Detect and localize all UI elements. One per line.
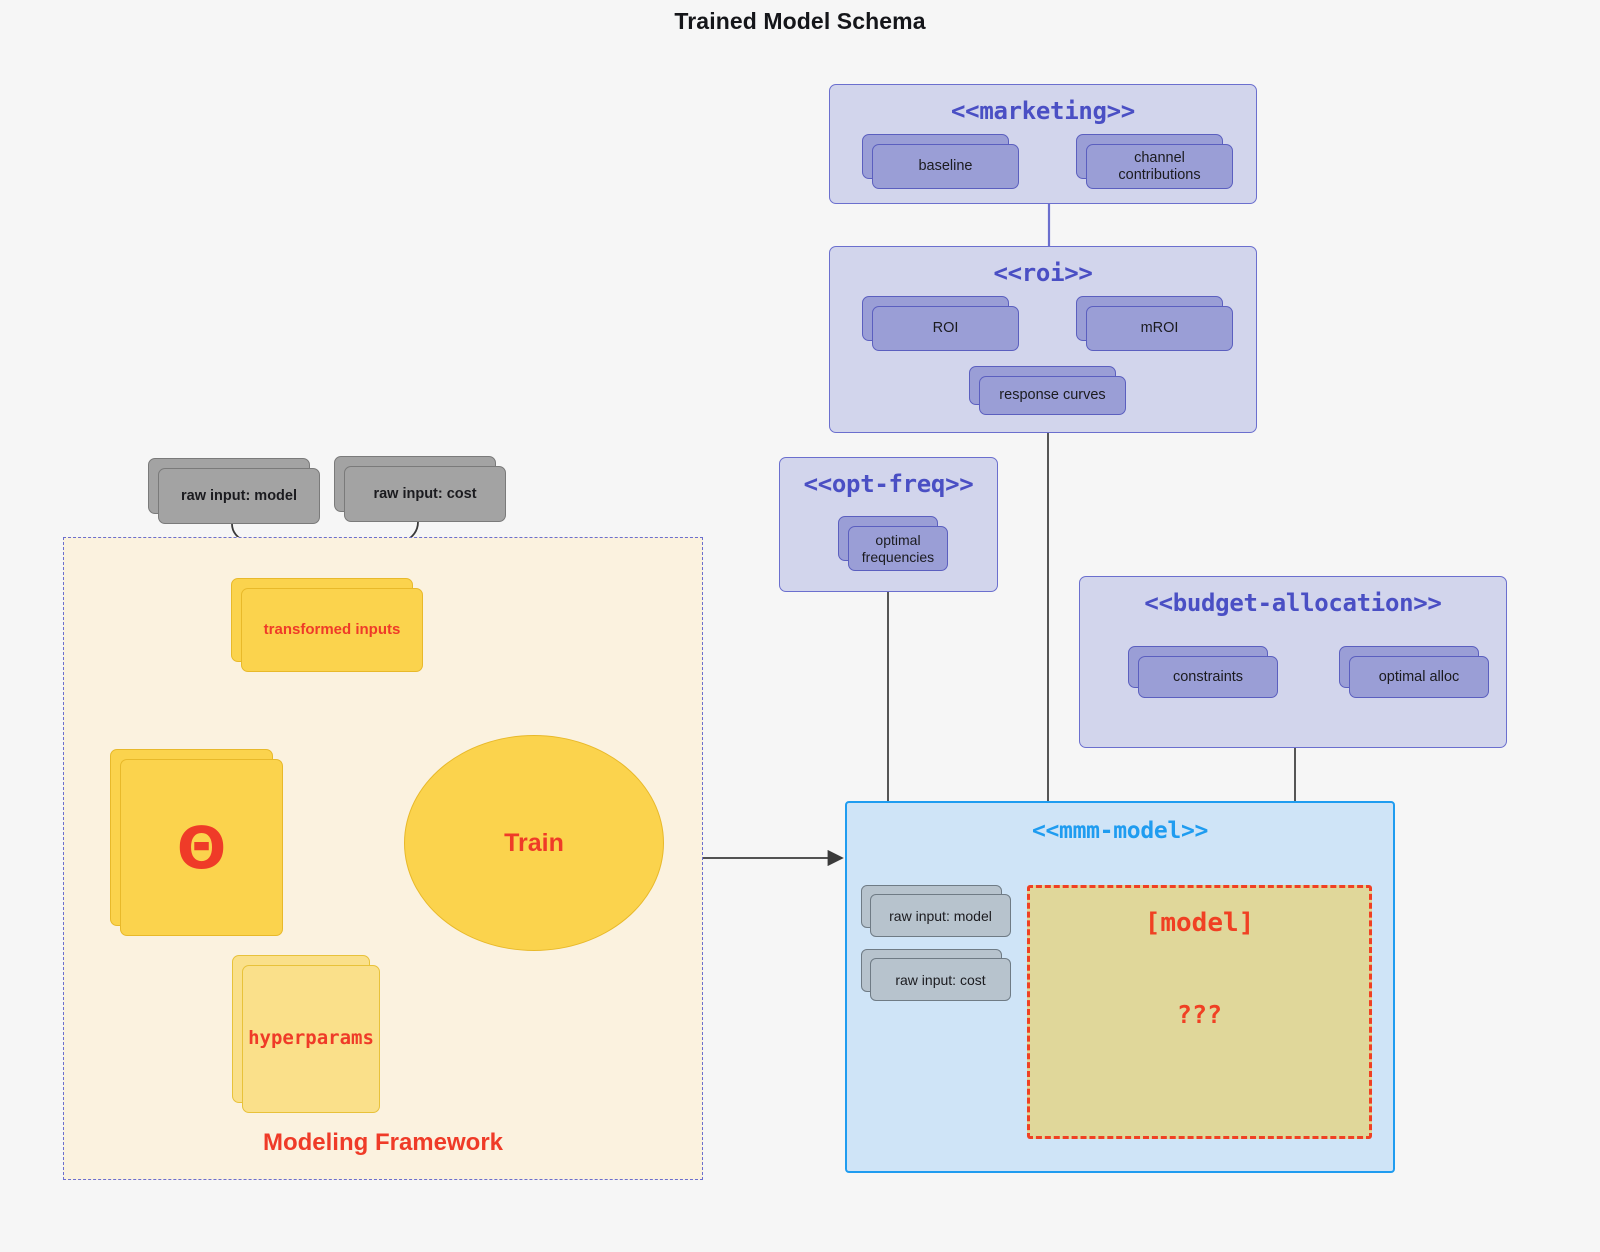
theta-glyph: Θ <box>176 813 227 882</box>
package-mmm-model[interactable]: <<mmm-model>> raw input: model raw input… <box>845 801 1395 1173</box>
package-budget-allocation[interactable]: <<budget-allocation>> constraints optima… <box>1079 576 1507 748</box>
transformed-inputs-label: transformed inputs <box>241 588 423 672</box>
page-title: Trained Model Schema <box>674 8 926 34</box>
raw-input-model-label: raw input: model <box>158 468 320 524</box>
raw-input-cost-card[interactable]: raw input: cost <box>334 456 506 522</box>
package-budget-allocation-title: <<budget-allocation>> <box>1144 589 1442 617</box>
node-mroi[interactable]: mROI <box>1076 296 1233 351</box>
node-channel-contributions[interactable]: channel contributions <box>1076 134 1233 189</box>
train-ellipse[interactable]: Train <box>404 735 664 951</box>
node-baseline-label: baseline <box>872 144 1019 189</box>
node-baseline[interactable]: baseline <box>862 134 1019 189</box>
node-response-curves[interactable]: response curves <box>969 366 1126 415</box>
package-marketing-title: <<marketing>> <box>951 97 1135 125</box>
package-roi-title: <<roi>> <box>993 259 1093 287</box>
node-mmm-raw-input-model-label: raw input: model <box>870 894 1011 937</box>
node-optimal-frequencies-label: optimal frequencies <box>848 526 948 571</box>
node-optimal-alloc[interactable]: optimal alloc <box>1339 646 1489 698</box>
transformed-inputs-card[interactable]: transformed inputs <box>231 578 423 672</box>
node-optimal-alloc-label: optimal alloc <box>1349 656 1489 698</box>
node-response-curves-label: response curves <box>979 376 1126 415</box>
theta-card-front: Θ <box>120 759 283 936</box>
package-opt-freq-title: <<opt-freq>> <box>803 470 974 498</box>
train-label: Train <box>504 828 564 857</box>
package-mmm-model-title: <<mmm-model>> <box>1031 818 1209 844</box>
node-roi-label: ROI <box>872 306 1019 351</box>
hyperparams-card[interactable]: hyperparams <box>232 955 380 1113</box>
raw-input-cost-label: raw input: cost <box>344 466 506 522</box>
node-mroi-label: mROI <box>1086 306 1233 351</box>
theta-card[interactable]: Θ <box>110 749 283 936</box>
node-mmm-raw-input-model[interactable]: raw input: model <box>861 885 1011 937</box>
model-placeholder-unknown: ??? <box>1176 1000 1223 1029</box>
modeling-framework-label: Modeling Framework <box>262 1129 504 1156</box>
raw-input-model-card[interactable]: raw input: model <box>148 458 320 524</box>
node-mmm-raw-input-cost-label: raw input: cost <box>870 958 1011 1001</box>
model-placeholder-box[interactable]: [model] ??? <box>1027 885 1372 1139</box>
hyperparams-label: hyperparams <box>242 965 380 1113</box>
node-constraints[interactable]: constraints <box>1128 646 1278 698</box>
node-constraints-label: constraints <box>1138 656 1278 698</box>
package-opt-freq[interactable]: <<opt-freq>> optimal frequencies <box>779 457 998 592</box>
node-mmm-raw-input-cost[interactable]: raw input: cost <box>861 949 1011 1001</box>
package-roi[interactable]: <<roi>> ROI mROI response curves <box>829 246 1257 433</box>
node-optimal-frequencies[interactable]: optimal frequencies <box>838 516 948 571</box>
model-placeholder-label: [model] <box>1144 908 1255 938</box>
package-marketing[interactable]: <<marketing>> baseline channel contribut… <box>829 84 1257 204</box>
node-roi[interactable]: ROI <box>862 296 1019 351</box>
node-channel-contributions-label: channel contributions <box>1086 144 1233 189</box>
